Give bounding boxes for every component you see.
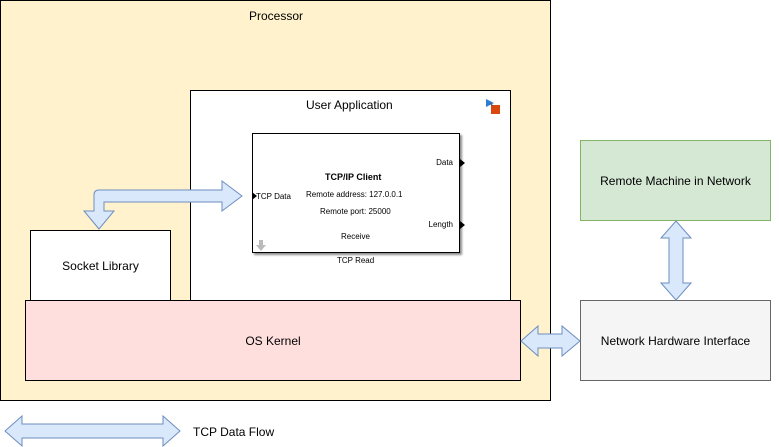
output-port-data-arrow-icon[interactable] — [460, 159, 465, 167]
network-hardware-interface-label: Network Hardware Interface — [600, 333, 751, 348]
remote-address-text: Remote address: 127.0.0.1 — [306, 190, 403, 199]
socket-to-tcp-flow-arrow — [82, 180, 243, 230]
network-hardware-interface-box: Network Hardware Interface — [580, 300, 771, 381]
os-kernel-label: OS Kernel — [245, 333, 301, 348]
output-port-data-label: Data — [436, 158, 453, 167]
input-port-label: TCP Data — [256, 192, 291, 201]
output-port-length-label: Length — [428, 220, 453, 229]
output-port-length-arrow-icon[interactable] — [460, 221, 465, 229]
processor-label: Processor — [249, 9, 304, 23]
remote-machine-box: Remote Machine in Network — [580, 140, 771, 221]
tcp-ip-client-block[interactable]: TCP/IP Client Remote address: 127.0.0.1 … — [252, 133, 465, 253]
legend-label: TCP Data Flow — [193, 425, 275, 439]
simulink-model-icon — [486, 99, 500, 114]
block-title: TCP/IP Client — [325, 172, 382, 182]
socket-library-label: Socket Library — [62, 258, 139, 273]
user-application-label: User Application — [306, 98, 393, 112]
mode-text: Receive — [341, 232, 370, 241]
block-name-label: TCP Read — [337, 256, 375, 265]
remote-port-text: Remote port: 25000 — [320, 207, 391, 216]
kernel-to-nic-flow-arrow — [520, 324, 581, 358]
remote-machine-label: Remote Machine in Network — [600, 173, 751, 188]
legend-flow-arrow-icon — [4, 414, 181, 447]
input-port-arrow-icon[interactable] — [252, 192, 257, 200]
down-arrow-icon — [256, 240, 266, 251]
remote-to-nic-flow-arrow — [659, 220, 693, 301]
os-kernel-box: OS Kernel — [25, 300, 521, 381]
